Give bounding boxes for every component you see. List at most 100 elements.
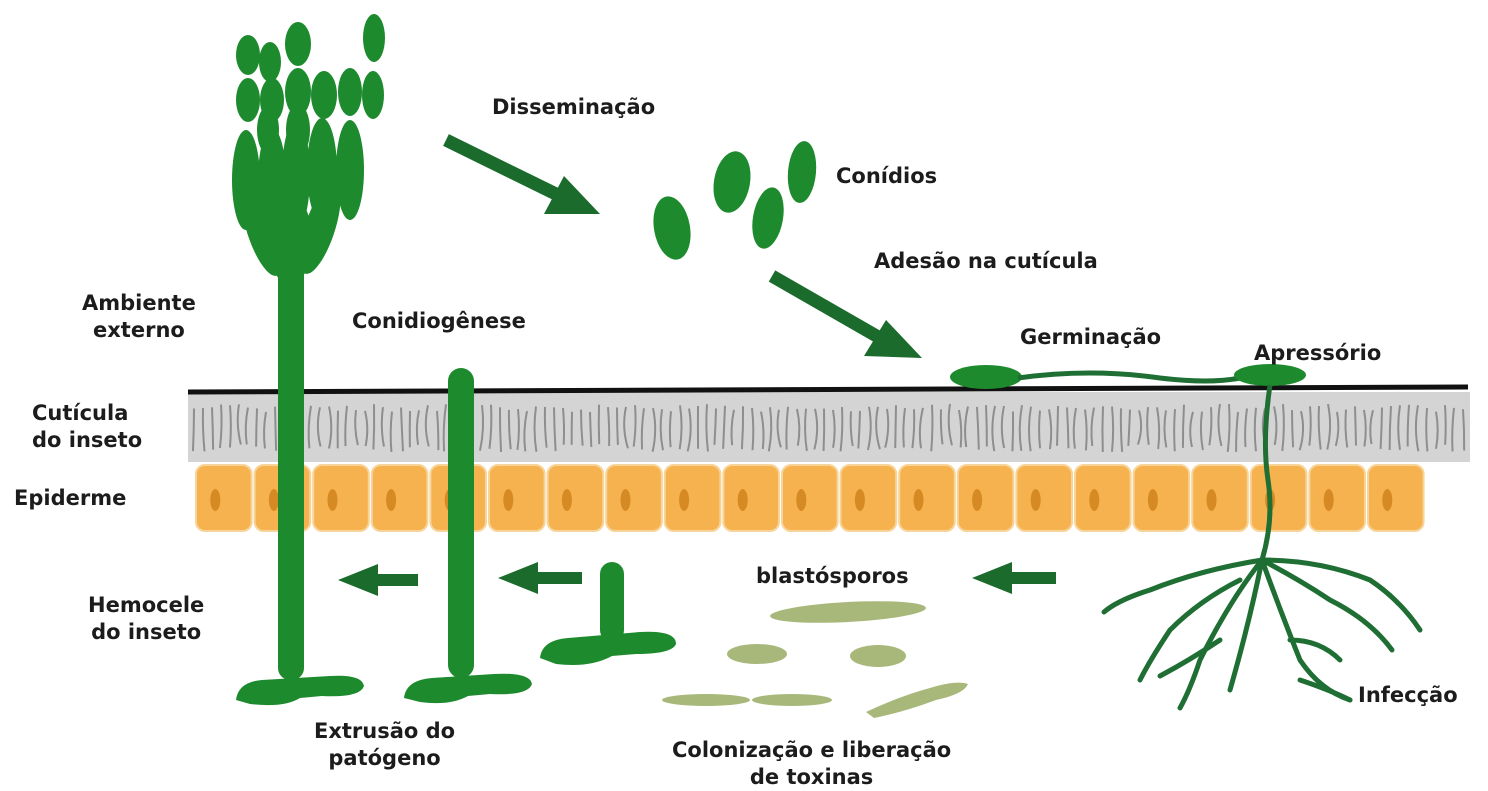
epidermis-cell [1134,465,1190,531]
epidermis-cell [548,465,604,531]
cell-nucleus [796,489,806,511]
cell-nucleus [210,489,220,511]
epidermis-cell [313,465,369,531]
epidermis-cell [489,465,545,531]
cuticle-fiber [1039,411,1040,449]
cell-nucleus [1382,489,1392,511]
epidermis-cell [782,465,838,531]
cuticle-fiber [1292,410,1293,447]
cuticle-fiber [824,409,825,451]
cuticle-fiber [931,405,932,451]
cuticle-fiber [617,408,618,445]
cell-nucleus [503,489,513,511]
cuticle-fiber [275,407,276,451]
cell-nucleus [1148,489,1158,511]
conidia [649,140,819,263]
cuticle-fiber [670,411,671,447]
label-extrusao-line2: patógeno [314,745,455,772]
cuticle-fiber [500,407,501,452]
cuticle-fiber [1057,406,1058,446]
cuticle-fiber [590,412,591,447]
epidermis-layer [196,465,1424,531]
epidermis-cell [1251,465,1307,531]
cuticle-fiber [230,405,231,447]
arrow-hemocele-1 [338,564,418,596]
epidermis-cell [723,465,779,531]
label-cuticula-line1: Cutícula [32,400,142,427]
arrow-hemocele-2 [498,562,582,594]
label-germinacao: Germinação [1020,324,1161,351]
cell-nucleus [386,489,396,511]
label-ambiente-line2: externo [82,317,196,344]
cuticle-fiber [256,408,257,446]
cuticle-fiber [1174,409,1175,451]
cuticle-fiber [1355,406,1356,445]
appressorium [1234,364,1306,386]
cuticle-fiber [895,405,896,448]
cell-nucleus [914,489,924,511]
epidermis-cell [665,465,721,531]
cell-nucleus [328,489,338,511]
cuticle-fiber [742,406,743,449]
label-extrusao: Extrusão do patógeno [314,718,455,772]
cuticle-fiber [1426,408,1427,451]
label-apressorio: Apressório [1254,340,1381,367]
cell-nucleus [1207,489,1217,511]
cuticle-fiber [1445,405,1446,445]
epidermis-cell [372,465,428,531]
label-infeccao: Infecção [1358,682,1458,709]
epidermis-cell [899,465,955,531]
label-blastosporos: blastósporos [756,563,909,590]
label-epiderme: Epiderme [14,485,126,512]
epidermis-cell [841,465,897,531]
cuticle-fiber [563,408,564,445]
cell-nucleus [738,489,748,511]
epidermis-cell [196,465,252,531]
cell-nucleus [1324,489,1334,511]
arrow-dissemination [446,140,600,214]
cuticle-fiber [373,404,374,449]
label-cuticula: Cutícula do inseto [32,400,142,454]
label-colonizacao-line1: Colonização e liberação [672,737,951,764]
cuticle-band [188,392,1470,462]
epidermis-cell [958,465,1014,531]
label-colonizacao: Colonização e liberação de toxinas [672,737,951,791]
cell-nucleus [562,489,572,511]
cell-nucleus [621,489,631,511]
label-hemocele-line2: do inseto [88,619,204,646]
label-hemocele-line1: Hemocele [88,592,204,619]
cell-nucleus [855,489,865,511]
cuticle-fiber [193,408,194,451]
cell-nucleus [679,489,689,511]
cell-nucleus [269,489,279,511]
epidermis-cell [1016,465,1072,531]
cuticle-fiber [986,405,987,446]
epidermis-cell [1368,465,1424,531]
conidiophore [232,14,385,705]
epidermis-cell [606,465,662,531]
label-hemocele: Hemocele do inseto [88,592,204,646]
cell-nucleus [1031,489,1041,511]
label-cuticula-line2: do inseto [32,427,142,454]
label-adesao: Adesão na cutícula [874,248,1098,275]
epidermis-cell [1192,465,1248,531]
label-disseminacao: Disseminação [492,94,655,121]
label-extrusao-line1: Extrusão do [314,718,455,745]
cell-nucleus [1089,489,1099,511]
cuticle-fiber [1102,406,1103,452]
arrow-blastospores [972,562,1056,594]
cell-nucleus [972,489,982,511]
epidermis-cell [1075,465,1131,531]
label-conidiogenese: Conidiogênese [352,308,526,335]
label-ambiente-externo: Ambiente externo [82,290,196,344]
blastospores [662,598,968,718]
cuticle-fiber [1012,412,1013,452]
arrow-adhesion [772,276,922,358]
cuticle-fiber [212,407,213,449]
epidermis-cell [1309,465,1365,531]
label-colonizacao-line2: de toxinas [672,764,951,791]
cuticle-surface-line [188,387,1468,392]
cuticle-fiber [1112,407,1113,452]
cuticle-fiber [1183,405,1184,448]
